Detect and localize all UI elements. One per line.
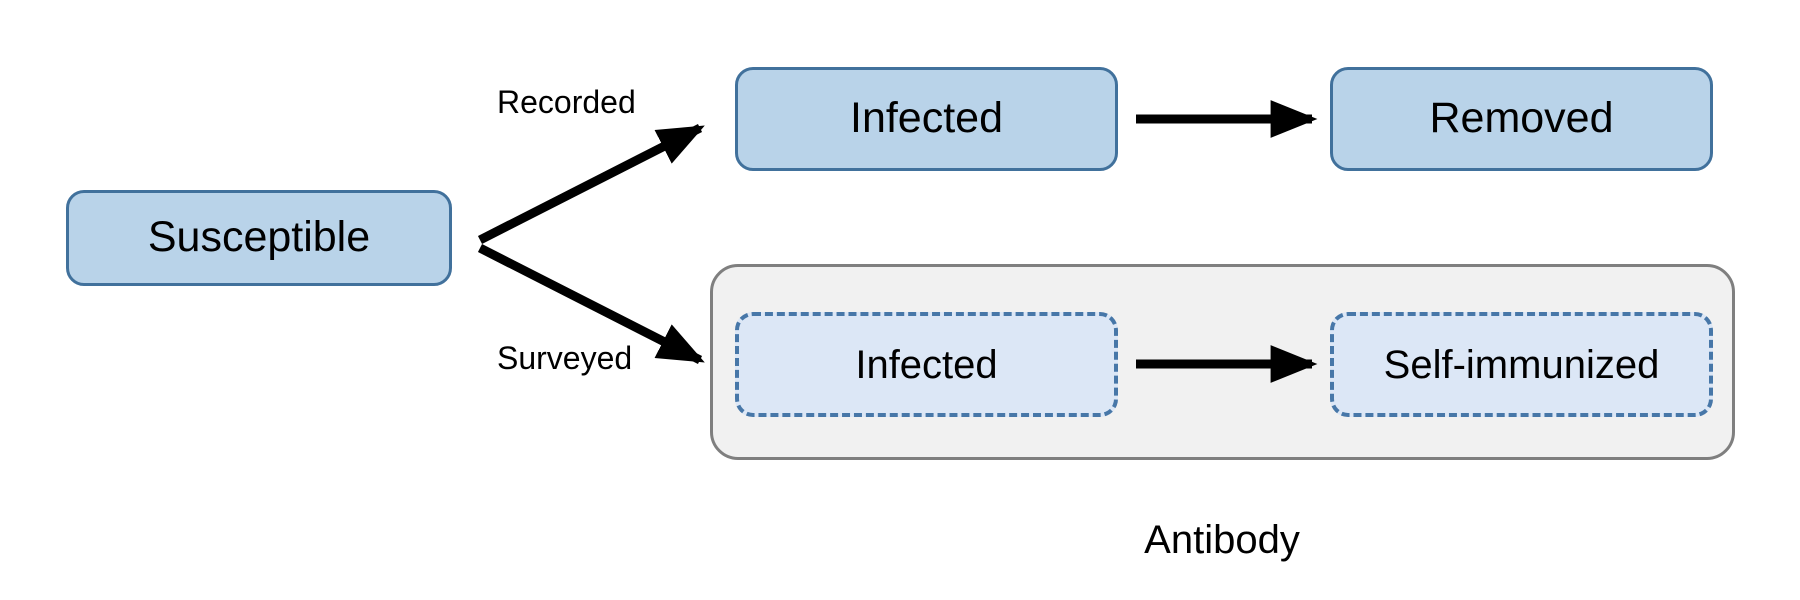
node-self-immunized-label: Self-immunized	[1383, 342, 1660, 387]
arrow-susceptible-to-infected-recorded	[477, 123, 705, 245]
edge-label-recorded: Recorded	[497, 84, 636, 120]
node-infected-surveyed-label: Infected	[855, 342, 998, 387]
node-susceptible-label: Susceptible	[147, 213, 371, 262]
node-infected-surveyed[interactable]: Infected	[735, 312, 1118, 417]
node-infected-recorded[interactable]: Infected	[735, 67, 1118, 171]
edge-label-surveyed: Surveyed	[497, 340, 633, 376]
node-infected-recorded-label: Infected	[850, 94, 1003, 143]
caption-antibody: Antibody	[1144, 518, 1300, 562]
node-removed[interactable]: Removed	[1330, 67, 1713, 171]
node-susceptible[interactable]: Susceptible	[66, 190, 452, 286]
node-self-immunized[interactable]: Self-immunized	[1330, 312, 1713, 417]
node-removed-label: Removed	[1429, 94, 1614, 143]
